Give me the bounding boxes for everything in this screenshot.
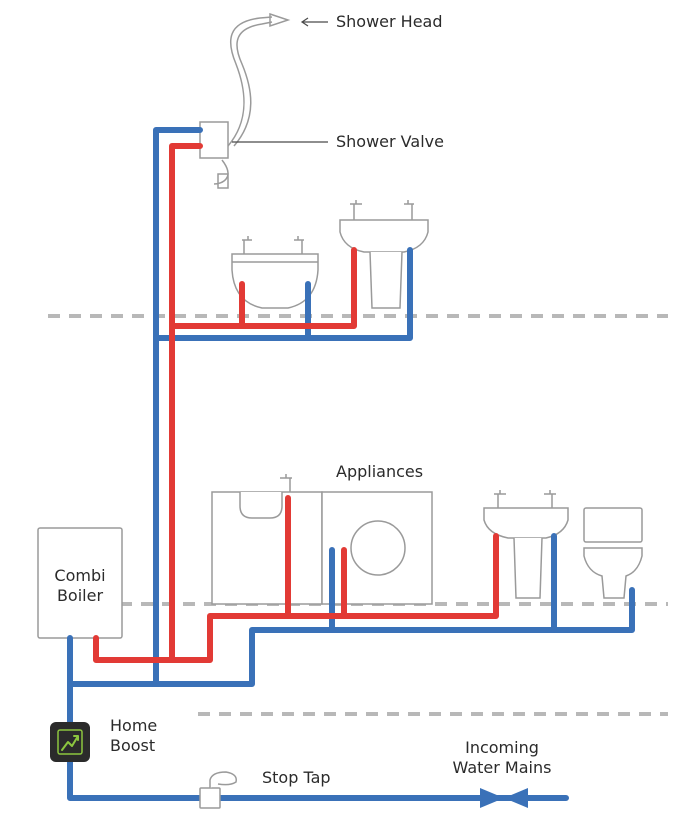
washing-machine [321,491,433,605]
pointer-lines [232,17,328,143]
shower-head-icon [269,12,291,28]
shower-hose [199,12,291,189]
shower-valve-label: Shower Valve [336,132,444,151]
combi-boiler-label-line2: Boiler [56,586,104,605]
cold-riser [153,127,203,687]
cold-upper-branch [153,247,413,341]
tap-icon [494,490,506,508]
shower-head-label: Shower Head [336,12,443,31]
kitchen-unit [211,474,323,605]
hot-upper-branch [169,247,357,329]
fixtures [37,200,643,639]
lower-basin [483,490,569,599]
tap-icon [294,236,304,254]
hot-pipes [93,143,499,663]
combi-boiler-label: Combi Boiler [40,566,120,606]
home-boost-label: Home Boost [110,716,157,756]
stop-tap-valve [199,771,238,809]
tap-icon [242,236,252,254]
incoming-label-line1: Incoming [465,738,539,757]
home-boost-unit [50,722,90,762]
appliances-label: Appliances [336,462,424,481]
tap-icon [350,200,362,220]
tap-icon [280,474,292,492]
home-boost-label-line1: Home [110,716,158,735]
incoming-label-line2: Water Mains [452,758,552,777]
hot-riser [169,143,203,663]
tap-icon [404,200,414,220]
incoming-water-mains-label: Incoming Water Mains [432,738,572,778]
shower-head-arrow [300,17,328,27]
toilet [583,507,643,599]
home-boost-label-line2: Boost [110,736,156,755]
shower-valve-box [199,121,229,159]
tap-icon [544,490,556,508]
upper-basin [339,200,429,309]
stop-tap-label: Stop Tap [262,768,331,787]
cold-ground-main [67,587,635,687]
upper-bidet [231,236,319,309]
combi-boiler [37,527,123,639]
hot-boiler-loop [93,533,499,663]
combi-boiler-label-line1: Combi [54,566,106,585]
mains-valve-icon [480,788,528,808]
boost-icon [61,735,79,751]
